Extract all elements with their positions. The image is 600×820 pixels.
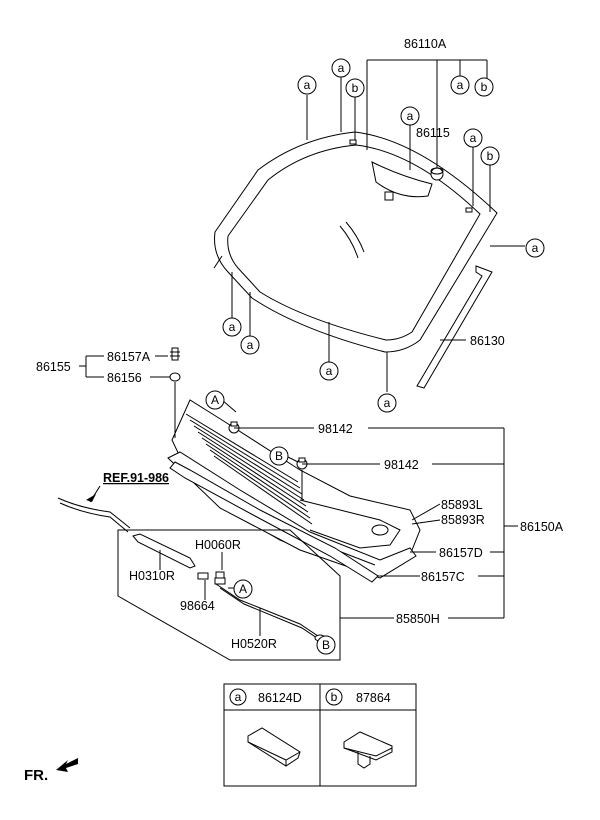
label-86130: 86130 [470, 334, 505, 348]
callout-a-6: a [525, 238, 545, 258]
callout-a-5: a [463, 128, 483, 148]
svg-text:B: B [322, 638, 330, 652]
svg-text:b: b [487, 149, 494, 163]
callout-a-2: a [331, 58, 351, 78]
label-86115: 86115 [416, 126, 450, 140]
svg-text:B: B [275, 449, 283, 463]
callout-a-9: a [319, 361, 339, 381]
svg-text:a: a [229, 320, 236, 334]
svg-text:b: b [481, 80, 488, 94]
label-85850H: 85850H [396, 612, 440, 626]
callout-b-1: b [345, 78, 365, 98]
svg-text:A: A [211, 393, 219, 407]
callout-a-4: a [400, 106, 420, 126]
callout-a-8: a [240, 335, 260, 355]
callout-A-2: A [233, 579, 253, 599]
label-86157C: 86157C [421, 570, 465, 584]
svg-text:a: a [384, 396, 391, 410]
label-86150A: 86150A [520, 520, 564, 534]
legend-b-code: 87864 [356, 691, 391, 705]
label-98142-lower: 98142 [384, 458, 419, 472]
label-85893L: 85893L [441, 498, 483, 512]
svg-text:a: a [457, 78, 464, 92]
windshield-glass [213, 131, 498, 353]
label-86157D: 86157D [439, 546, 483, 560]
label-86155: 86155 [36, 360, 71, 374]
label-98142-upper: 98142 [318, 422, 353, 436]
callout-A-1: A [205, 390, 225, 410]
callout-b-3: b [480, 146, 500, 166]
callout-B-1: B [269, 446, 289, 466]
label-98664: 98664 [180, 599, 215, 613]
clip-part-87864 [343, 731, 393, 769]
label-H0310R: H0310R [129, 569, 175, 583]
svg-text:b: b [352, 81, 359, 95]
svg-text:a: a [326, 364, 333, 378]
svg-text:a: a [470, 131, 477, 145]
svg-text:a: a [304, 78, 311, 92]
callout-a-3: a [450, 75, 470, 95]
label-H0520R: H0520R [231, 637, 277, 651]
callout-B-2: B [316, 635, 336, 655]
leader-lines [79, 59, 525, 645]
svg-text:a: a [235, 690, 242, 704]
clip-86157A [170, 347, 180, 361]
ref-arrowhead [86, 494, 96, 502]
clip-86156 [169, 372, 181, 382]
cowl-seal-strip [169, 461, 379, 583]
label-85893R: 85893R [441, 513, 485, 527]
callout-a-10: a [377, 393, 397, 413]
windshield-moulding-strip [416, 265, 493, 389]
front-label: FR. [24, 767, 48, 784]
label-86156: 86156 [107, 371, 142, 385]
mirror-bracket-part [430, 167, 444, 181]
legend-table [223, 683, 417, 787]
svg-text:a: a [247, 338, 254, 352]
svg-text:a: a [338, 61, 345, 75]
pad-part-86124D [247, 727, 301, 767]
label-H0060R: H0060R [195, 538, 241, 552]
legend-callout-b: b [325, 688, 343, 706]
legend-callout-a: a [229, 688, 247, 706]
callout-b-2: b [474, 77, 494, 97]
front-arrow-icon [56, 758, 78, 772]
label-86157A: 86157A [107, 350, 151, 364]
callout-a-7: a [222, 317, 242, 337]
label-86110A: 86110A [404, 37, 447, 51]
svg-text:a: a [407, 109, 414, 123]
legend-a-code: 86124D [258, 691, 302, 705]
svg-text:b: b [331, 690, 338, 704]
callout-a-1: a [297, 75, 317, 95]
svg-text:A: A [239, 582, 247, 596]
hose-assembly-box [117, 529, 341, 661]
svg-text:a: a [532, 241, 539, 255]
reference-label: REF.91-986 [103, 471, 169, 485]
washer-hose [57, 497, 131, 533]
